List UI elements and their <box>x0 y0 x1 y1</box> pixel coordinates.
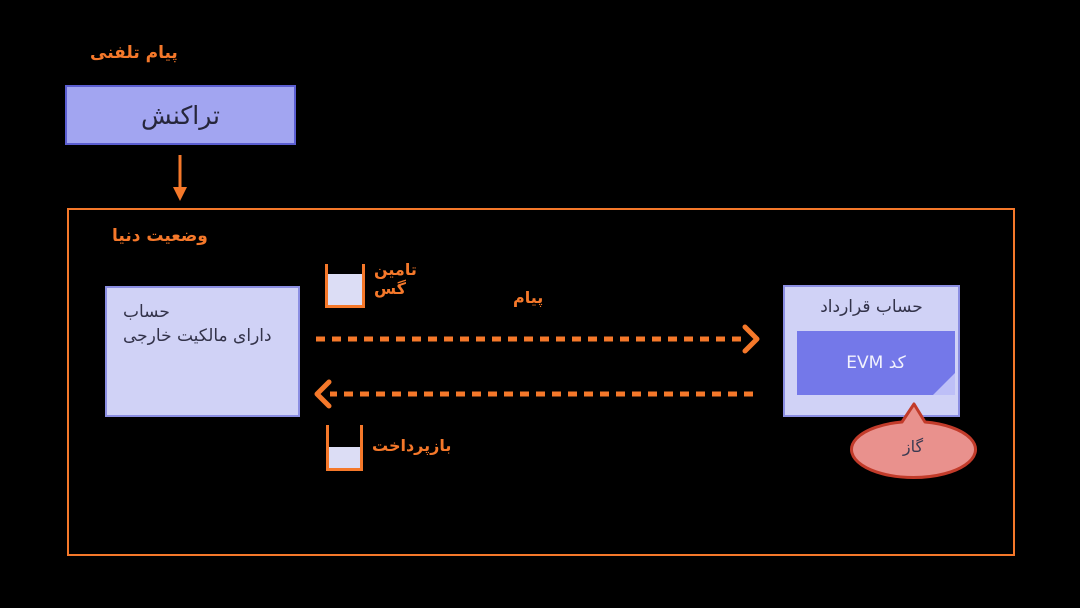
gas-bubble <box>850 402 977 480</box>
world-state-label: وضعیت دنیا <box>112 226 208 246</box>
evm-code-box: کد EVM <box>797 331 955 395</box>
gas-supply-fill <box>328 274 362 305</box>
eoa-box: حساب دارای مالکیت خارجی <box>105 286 300 417</box>
world-state-box <box>67 208 1015 556</box>
gas-supply-label-line2: گس <box>374 279 406 298</box>
eoa-label-line1: حساب <box>123 302 170 322</box>
transaction-box: تراکنش <box>65 85 296 145</box>
transaction-to-state-arrow <box>173 155 187 201</box>
gas-supply-label: تامین گس <box>374 260 417 298</box>
refund-label: بازپرداخت <box>372 436 452 455</box>
message-label: پیام <box>513 288 544 307</box>
refund-fill <box>329 447 360 468</box>
eoa-label-line2: دارای مالکیت خارجی <box>123 326 272 346</box>
gas-supply-label-line1: تامین <box>374 260 417 279</box>
contract-title: حساب قرارداد <box>820 297 923 317</box>
evm-code-label: کد EVM <box>846 353 906 373</box>
gas-bubble-label: گاز <box>902 437 924 456</box>
transaction-label: تراکنش <box>140 100 221 130</box>
signed-message-label: پیام تلفنی <box>90 43 178 63</box>
refund-cup <box>326 425 363 471</box>
gas-supply-cup <box>325 264 365 308</box>
folded-corner-icon <box>933 373 955 395</box>
